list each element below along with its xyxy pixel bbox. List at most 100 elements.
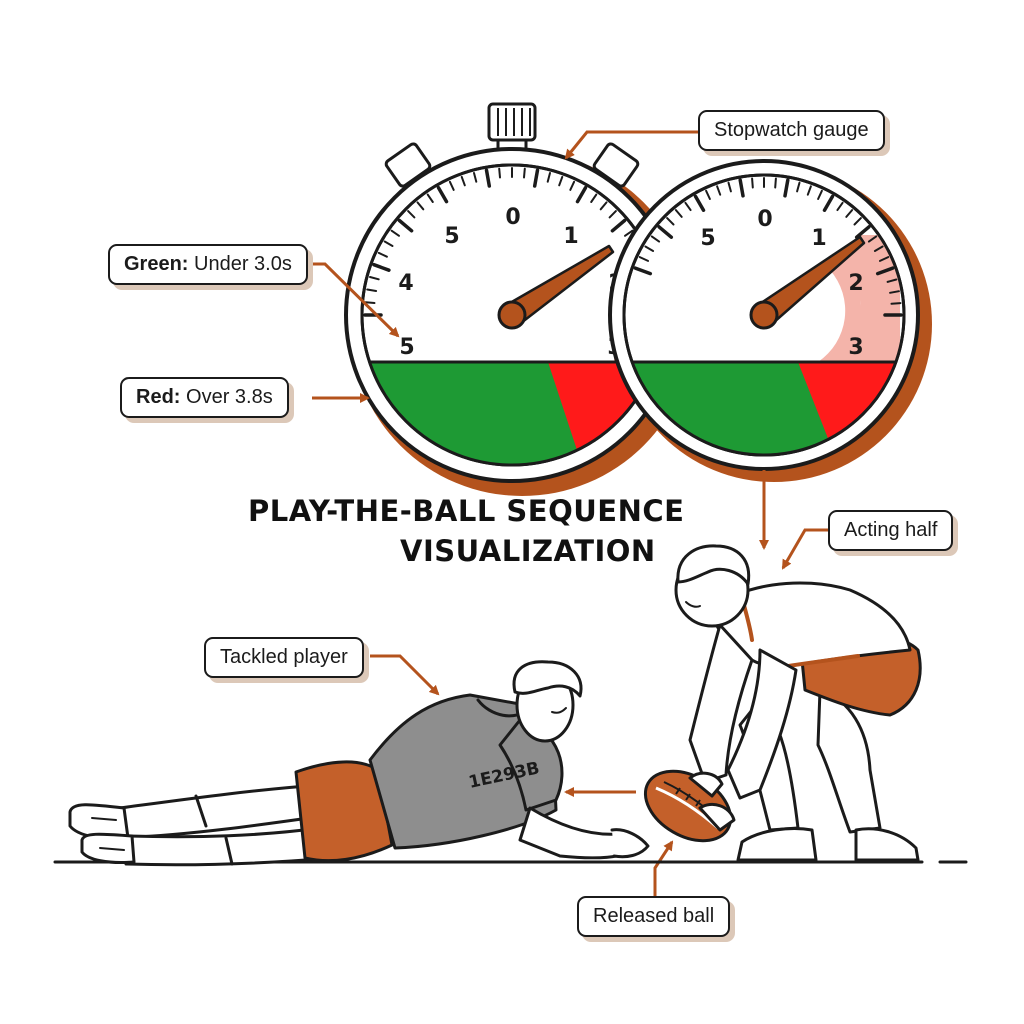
acting-half-player [674, 544, 922, 862]
gauge-tick [890, 302, 902, 305]
gauge-tick [416, 201, 425, 211]
gauge-tick [498, 167, 501, 179]
gauge-tick [657, 225, 674, 239]
gauge-tick [366, 288, 378, 292]
gauge-tick [684, 201, 692, 212]
gauge-right-label: 1 [811, 226, 826, 251]
tackled-player: 1E293B [68, 660, 650, 867]
callout-tackled-text: Tackled player [220, 646, 348, 668]
gauge-tick [751, 177, 754, 189]
gauge-tick [532, 168, 540, 188]
callout-stopwatch-gauge: Stopwatch gauge [698, 110, 885, 151]
gauge-right-pink-zone [818, 235, 900, 362]
gauge-tick [407, 210, 416, 219]
rugby-ball [643, 769, 736, 843]
arrow-tackled [370, 654, 440, 696]
gauge-left-label: 4 [398, 271, 413, 296]
gauge-right-needle [749, 235, 866, 330]
acting-half-jersey [708, 581, 912, 670]
gauge-left-needle [497, 244, 615, 330]
gauge-tick [727, 181, 732, 193]
gauge-tick [873, 245, 884, 252]
gauge-left-label: 5 [444, 224, 459, 249]
gauge-tick [460, 175, 466, 187]
gauge-tick [738, 178, 745, 198]
callout-red-key: Red: [136, 386, 181, 408]
gauge-tick [575, 185, 588, 204]
gauge-tick [650, 235, 661, 243]
gauge-tick [674, 209, 683, 218]
gauge-tick [644, 245, 655, 252]
gauge-tick [608, 210, 617, 219]
gauge-tick [638, 256, 649, 262]
gauge-tick [693, 194, 706, 212]
gauge-tick [774, 177, 777, 189]
callout-acting-half: Acting half [828, 510, 954, 551]
diagram-title-line-1: PLAY-THE-BALL SEQUENCE [248, 494, 685, 528]
arrow-stopwatch [564, 130, 698, 160]
gauge-tick [546, 172, 551, 183]
gauge-tick [377, 251, 388, 258]
gauge-tick [889, 290, 900, 294]
gauge-tick [853, 217, 862, 226]
gauge-tick [875, 266, 895, 276]
callout-green-text: Under 3.0s [188, 253, 292, 275]
gauge-left-label: 1 [563, 224, 578, 249]
connector-arrows [300, 130, 828, 897]
gauge-tick [372, 262, 391, 272]
callout-red-text: Over 3.8s [180, 386, 273, 408]
gauge-tick [599, 201, 608, 211]
gauge-tick [558, 175, 564, 187]
gauge-tick [806, 185, 812, 196]
stopwatch-left: 5 4 5 0 1 2 3 [344, 102, 694, 496]
gauge-tick [448, 180, 455, 191]
callout-released-ball: Released ball [577, 896, 731, 937]
stopwatch-right: 5 0 1 2 3 [608, 159, 932, 482]
gauge-tick [854, 225, 871, 239]
gauge-tick [610, 218, 627, 233]
callout-stopwatch-text: Stopwatch gauge [714, 119, 869, 141]
diagram-title-line-2: VISUALIZATION [400, 534, 656, 568]
gauge-tick [426, 193, 434, 203]
gauge-tick [705, 189, 711, 200]
gauge-left-label: 5 [399, 335, 414, 360]
gauge-tick [783, 178, 790, 198]
gauge-tick [817, 189, 823, 200]
gauge-tick [867, 235, 878, 243]
gauge-tick [436, 185, 449, 204]
gauge-tick [879, 256, 890, 262]
gauge-right-label: 0 [757, 207, 772, 232]
callout-green-key: Green: [124, 253, 189, 275]
tackled-player-shorts [294, 760, 394, 863]
callout-green: Green: Under 3.0s [108, 244, 308, 285]
arrow-green [300, 262, 400, 338]
gauge-tick [822, 194, 835, 212]
gauge-tick [484, 168, 492, 188]
gauge-tick [473, 172, 478, 183]
gauge-tick [796, 181, 801, 193]
gauge-tick [523, 167, 526, 179]
acting-half-shoes [736, 827, 920, 862]
callout-tackled-player: Tackled player [204, 637, 364, 678]
gauge-right-label: 5 [700, 226, 715, 251]
gauge-tick [390, 229, 400, 237]
gauge-tick [590, 193, 598, 203]
gauge-tick [845, 209, 854, 218]
gauge-tick [886, 278, 898, 283]
acting-half-arm-right [726, 648, 798, 800]
gauge-right-label: 3 [848, 335, 863, 360]
gauge-tick [397, 218, 414, 233]
gauge-tick [383, 240, 394, 247]
callout-red: Red: Over 3.8s [120, 377, 289, 418]
arrow-released [653, 840, 674, 897]
gauge-right-ticks [633, 177, 903, 317]
gauge-tick [633, 266, 653, 276]
callout-acting-half-text: Acting half [844, 519, 938, 541]
tackled-player-shoes [68, 803, 136, 864]
gauge-tick [364, 301, 376, 304]
gauge-tick [369, 276, 380, 281]
gauge-tick [836, 201, 844, 212]
arrow-acting-half [781, 528, 828, 570]
gauge-right-labels: 5 0 1 2 3 [700, 207, 863, 360]
gauge-tick [569, 180, 576, 191]
